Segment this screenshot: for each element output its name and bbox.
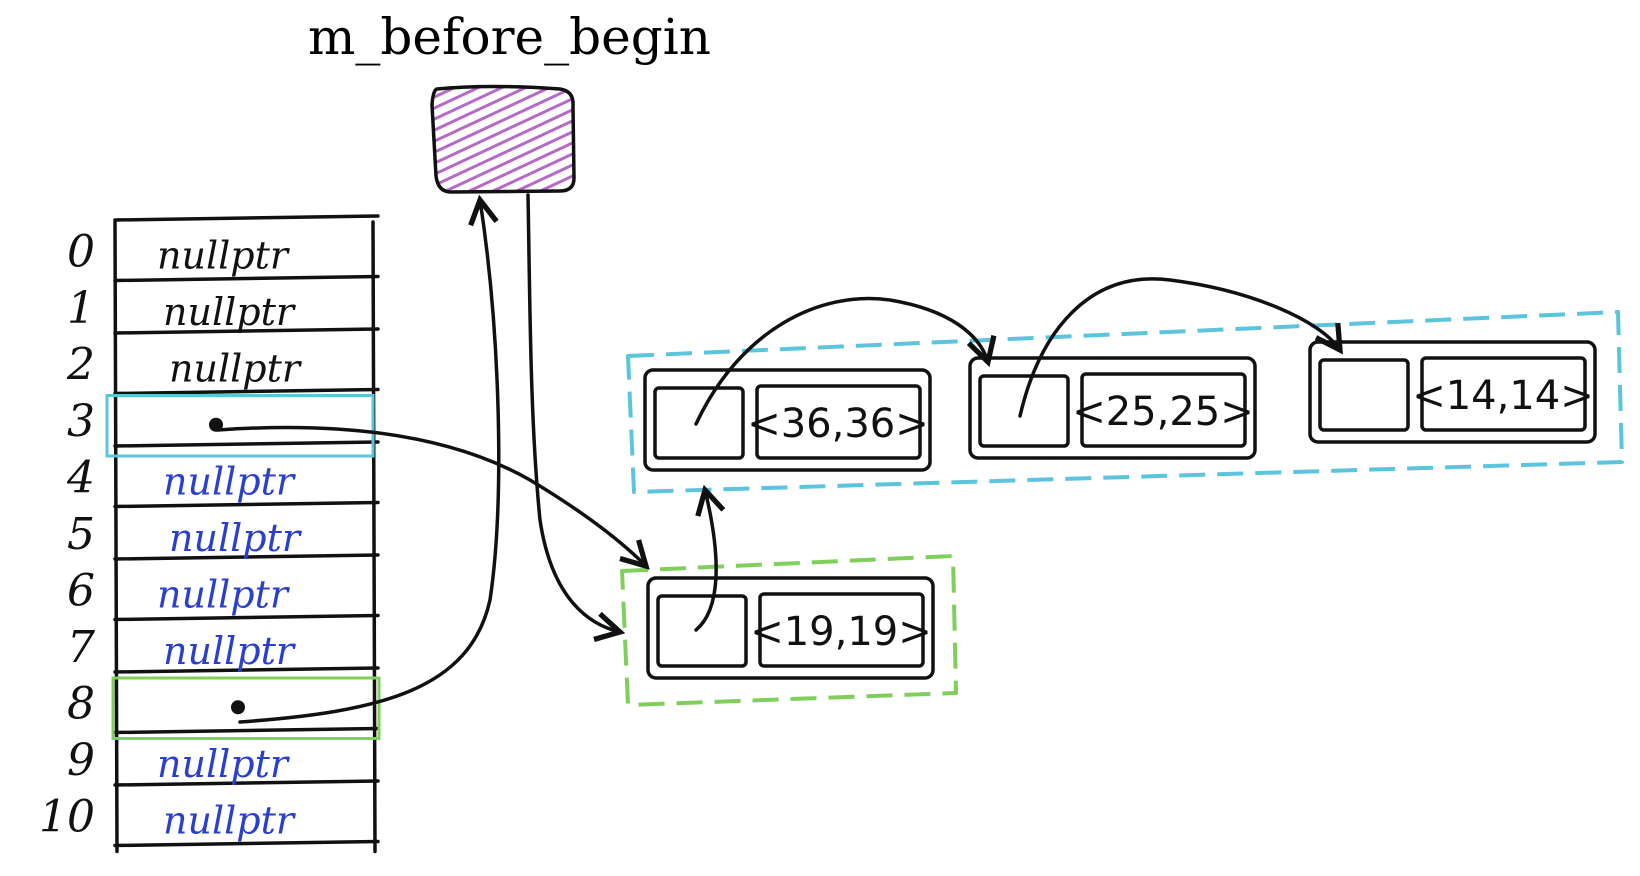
arrow-sentinel-to-node19 xyxy=(526,193,620,632)
node-layer: <36,36> <25,25> <14,14> <19,19> xyxy=(643,340,1597,680)
node-value-box xyxy=(1420,356,1587,432)
table-row: 9 nullptr xyxy=(67,735,291,786)
node-value: <19,19> xyxy=(750,609,932,655)
node-next-pointer-box xyxy=(653,386,745,460)
table-row: 3 xyxy=(67,394,375,458)
blue-bucket-highlight xyxy=(105,394,375,458)
blue-group-box xyxy=(626,310,1624,494)
node-outer-box xyxy=(968,356,1257,460)
table-row: 0 nullptr xyxy=(67,227,291,278)
bucket-index: 6 xyxy=(67,566,95,617)
arrow-node36-to-node25 xyxy=(694,296,988,426)
bucket-index: 3 xyxy=(67,396,95,447)
node-value: <25,25> xyxy=(1072,389,1254,435)
table-row-divider xyxy=(113,666,380,674)
arrow-bucket3-to-node19 xyxy=(216,425,646,566)
list-node-n36: <36,36> xyxy=(643,368,932,472)
bucket-value: nullptr xyxy=(157,573,291,617)
bucket-index: 7 xyxy=(67,622,95,673)
green-bucket-highlight xyxy=(111,676,381,740)
arrow-node25-to-node14 xyxy=(1018,277,1340,418)
list-node-n25: <25,25> xyxy=(968,356,1257,460)
list-node-n14: <14,14> xyxy=(1308,340,1597,444)
table-left-border xyxy=(113,220,119,854)
arrow-bucket8-to-sentinel xyxy=(238,200,501,724)
table-row-divider xyxy=(113,327,380,335)
bucket-value: nullptr xyxy=(157,742,291,786)
table-row: 4 nullptr xyxy=(66,453,297,504)
title: m_before_begin xyxy=(308,8,711,66)
table-row-divider xyxy=(113,726,380,735)
table-row: 2 nullptr xyxy=(66,340,303,391)
bucket-value: nullptr xyxy=(169,516,303,560)
table-row: 10 nullptr xyxy=(39,792,297,843)
node-value-box xyxy=(1080,372,1247,448)
arrow-node19-to-node36 xyxy=(694,490,716,632)
green-group-box xyxy=(620,554,958,707)
table-row-divider xyxy=(113,553,380,561)
node-value-box xyxy=(758,592,925,668)
bucket-value: nullptr xyxy=(163,799,297,843)
bucket-value: nullptr xyxy=(163,460,297,504)
table-row-divider xyxy=(113,500,380,509)
bucket-index: 5 xyxy=(67,509,95,560)
node-value: <14,14> xyxy=(1412,373,1594,419)
node-next-pointer-box xyxy=(656,594,748,668)
connection-arrows xyxy=(216,193,1340,724)
bucket-value: nullptr xyxy=(163,629,297,673)
node-value-box xyxy=(755,384,922,460)
table-row: 8 xyxy=(67,676,381,740)
table-row-divider xyxy=(113,274,380,283)
bucket-index: 4 xyxy=(66,453,95,504)
table-row: 5 nullptr xyxy=(67,509,303,560)
bucket-table: 0 nullptr 1 nullptr 2 nullptr 3 4 nullptr 5 nullpt… xyxy=(39,214,381,854)
bucket-index: 2 xyxy=(66,340,95,391)
table-row-divider xyxy=(113,440,380,448)
table-row-divider xyxy=(113,613,380,622)
bucket-index: 8 xyxy=(67,679,95,730)
bucket-index: 10 xyxy=(39,792,95,843)
sentinel-node xyxy=(430,84,576,194)
table-row-divider xyxy=(113,387,380,396)
bucket-value: nullptr xyxy=(169,347,303,391)
list-node-n19: <19,19> xyxy=(646,576,935,680)
table-row-divider xyxy=(113,214,380,222)
table-row: 1 nullptr xyxy=(67,283,297,334)
node-outer-box xyxy=(1308,340,1597,444)
table-row: 7 nullptr xyxy=(67,622,297,673)
bucket-value: nullptr xyxy=(157,234,291,278)
node-outer-box xyxy=(646,576,935,680)
bucket-pointer-dot xyxy=(231,700,245,715)
node-next-pointer-box xyxy=(978,374,1070,448)
table-row-divider xyxy=(113,839,380,848)
node-outer-box xyxy=(643,368,932,472)
node-value: <36,36> xyxy=(747,401,929,447)
bucket-value: nullptr xyxy=(163,290,297,334)
table-row: 6 nullptr xyxy=(67,566,291,617)
table-right-border xyxy=(371,220,377,854)
node-next-pointer-box xyxy=(1318,358,1410,432)
bucket-index: 9 xyxy=(67,735,95,786)
bucket-index: 0 xyxy=(67,227,95,278)
bucket-index: 1 xyxy=(67,283,95,334)
table-row-divider xyxy=(113,779,380,787)
